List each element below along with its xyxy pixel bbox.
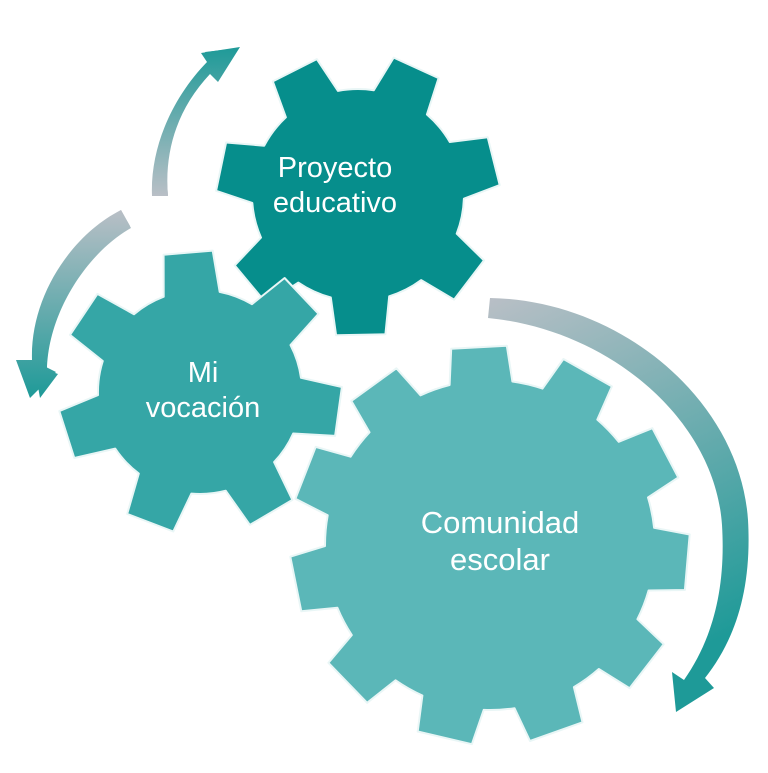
gear-label-vocacion: Mi vocación bbox=[118, 356, 288, 426]
gear-shape bbox=[289, 344, 691, 746]
gear-shape bbox=[58, 249, 343, 533]
gear-label-line: Mi bbox=[187, 357, 219, 389]
gear-label-comunidad: Comunidad escolar bbox=[380, 504, 620, 578]
gear-label-line: educativo bbox=[272, 186, 398, 219]
gear-comunidad-escolar bbox=[289, 344, 691, 746]
gear-label-line: vocación bbox=[145, 391, 261, 424]
gear-label-line: Proyecto bbox=[277, 152, 393, 184]
gear-label-line: escolar bbox=[450, 542, 550, 578]
gear-label-proyecto: Proyecto educativo bbox=[255, 151, 415, 221]
gear-shape bbox=[215, 56, 501, 337]
gear-label-line: Comunidad bbox=[420, 505, 580, 540]
arrow-top bbox=[151, 47, 240, 196]
arrow-left bbox=[16, 210, 131, 398]
gear-mi-vocacion bbox=[58, 249, 343, 533]
gear-proyecto-educativo bbox=[215, 56, 501, 337]
arrow-right bbox=[488, 298, 749, 712]
